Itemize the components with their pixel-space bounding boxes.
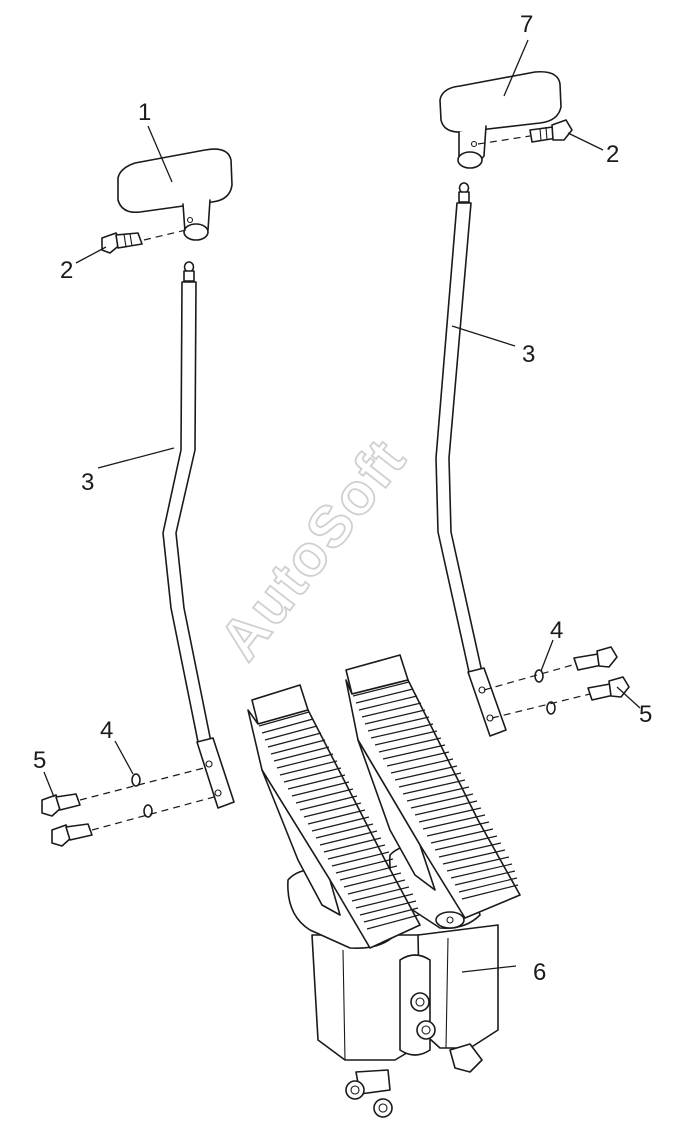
- right-rod: [435, 182, 507, 737]
- right-screw-axis-lower: [491, 693, 591, 719]
- left-pedal-grooves: [258, 711, 420, 930]
- callout-2-right: 2: [606, 141, 619, 168]
- right-screws: [573, 646, 630, 701]
- left-screw-axis-upper: [79, 767, 205, 801]
- left-washers: [131, 773, 153, 818]
- callout-4-right: 4: [550, 617, 563, 644]
- left-screws: [41, 793, 93, 847]
- left-pedal: [247, 684, 421, 949]
- right-screw-axis-upper: [483, 663, 577, 691]
- callout-5-right: 5: [639, 701, 652, 728]
- callout-labels: 1 2 3 4 5 7 2 3 4 5 6: [33, 11, 652, 986]
- callout-3-right: 3: [522, 341, 535, 368]
- callout-4-left: 4: [100, 717, 113, 744]
- left-bolt-axis: [143, 229, 187, 241]
- left-knob: [117, 148, 233, 241]
- right-washers: [534, 669, 556, 715]
- callout-2-left: 2: [60, 257, 73, 284]
- callout-1: 1: [138, 99, 151, 126]
- left-bolt: [101, 232, 143, 254]
- right-bolt: [529, 119, 573, 143]
- right-pedal: [345, 654, 521, 919]
- callout-6: 6: [533, 959, 546, 986]
- right-pedal-grooves: [352, 681, 519, 900]
- right-bolt-axis: [477, 135, 531, 145]
- left-rod: [162, 261, 235, 809]
- callout-3-left: 3: [81, 469, 94, 496]
- leader-lines: [43, 39, 641, 973]
- left-screw-axis-lower: [91, 796, 215, 831]
- callout-7: 7: [520, 11, 533, 38]
- right-knob: [439, 70, 562, 169]
- callout-5-left: 5: [33, 747, 46, 774]
- watermark-text: AutoSoft: [207, 426, 419, 672]
